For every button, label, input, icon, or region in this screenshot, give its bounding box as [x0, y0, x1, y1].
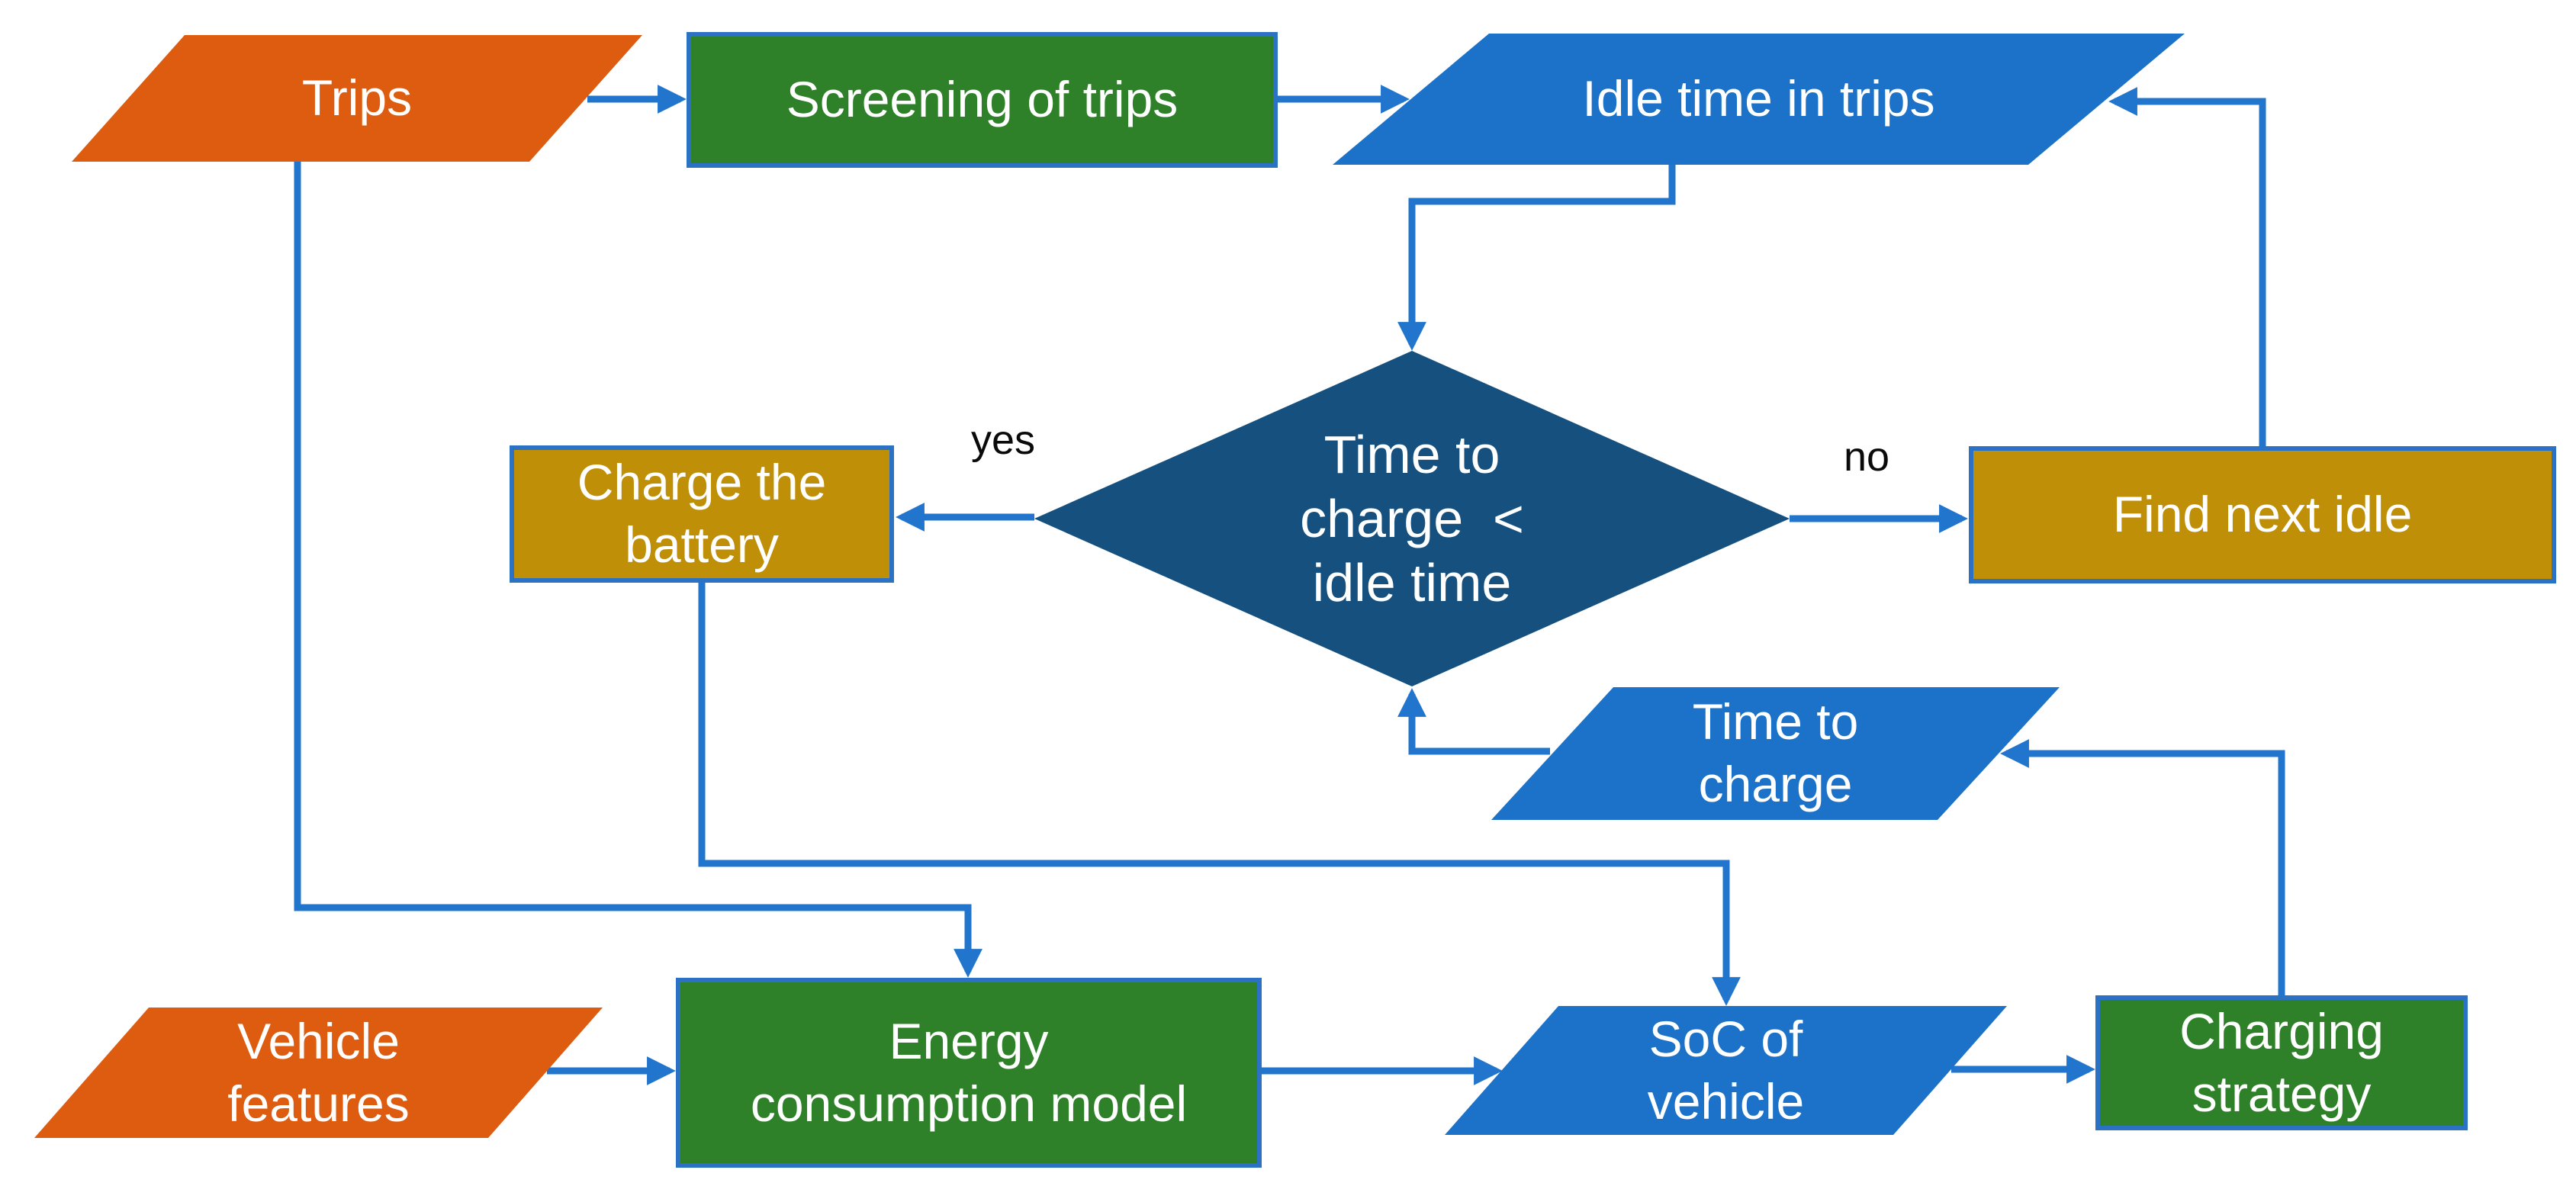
energy-model-label-line2: consumption model	[750, 1075, 1188, 1132]
connector-charge-battery-to-soc	[698, 583, 1741, 1006]
energy-model-label-line1: Energy	[889, 1012, 1049, 1069]
vehicle-features-label-line1: Vehicle	[237, 1012, 400, 1069]
node-charge-the-battery: Charge the battery	[510, 445, 894, 583]
node-find-next-idle: Find next idle	[1969, 446, 2556, 583]
charging-strategy-label-line2: strategy	[2192, 1065, 2372, 1122]
node-idle-time-in-trips: Idle time in trips	[1333, 34, 2185, 165]
node-trips: Trips	[72, 35, 642, 162]
node-trips-label: Trips	[301, 69, 413, 127]
decision-label-line3: idle time	[1312, 553, 1512, 612]
node-energy-consumption-model: Energy consumption model	[676, 978, 1262, 1168]
node-charging-strategy: Charging strategy	[2095, 995, 2468, 1130]
find-next-idle-label: Find next idle	[2112, 486, 2413, 543]
connector-idle-time-to-decision	[1397, 165, 1676, 351]
connector-find-next-idle-to-idle-time	[2108, 87, 2266, 446]
node-screening-of-trips: Screening of trips	[687, 32, 1278, 168]
charging-strategy-label-line1: Charging	[2179, 1002, 2384, 1059]
charge-battery-label-line1: Charge the	[577, 454, 827, 511]
connector-time-to-charge-to-decision	[1397, 688, 1550, 755]
soc-label-line2: vehicle	[1647, 1072, 1805, 1130]
node-screening-label: Screening of trips	[786, 71, 1179, 128]
vehicle-features-label-line2: features	[227, 1075, 410, 1132]
edge-label-yes: yes	[970, 417, 1036, 463]
connector-trips-to-energy-model	[294, 162, 982, 978]
soc-label-line1: SoC of	[1648, 1010, 1803, 1067]
node-idle-time-label: Idle time in trips	[1582, 70, 1935, 127]
edge-label-no: no	[1843, 434, 1890, 480]
decision-label-line2: charge <	[1300, 489, 1524, 548]
decision-label-line1: Time to	[1323, 425, 1500, 484]
connector-charging-strategy-to-time-to-charge	[2000, 739, 2285, 995]
time-to-charge-label-line1: Time to	[1692, 693, 1859, 750]
time-to-charge-label-line2: charge	[1698, 756, 1853, 812]
charge-battery-label-line2: battery	[625, 516, 779, 573]
